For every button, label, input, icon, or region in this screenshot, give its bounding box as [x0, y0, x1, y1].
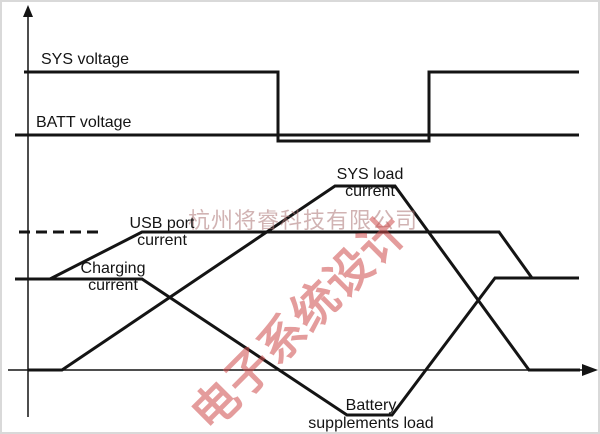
charging-current-label: Charging current [80, 260, 146, 294]
battery-supplements-load-label: Battery supplements load [308, 397, 434, 432]
sys-voltage-waveform [24, 70, 579, 143]
sys-voltage-label: SYS voltage [41, 51, 130, 68]
charging-current-waveform [15, 276, 579, 417]
x-axis-arrowhead [582, 364, 598, 376]
batt-voltage-label: BATT voltage [36, 114, 132, 131]
usb-port-current-label: USB port current [129, 215, 195, 249]
sys-load-current-label: SYS load current [336, 166, 404, 200]
y-axis-arrowhead [23, 5, 33, 17]
sys-load-current-waveform [28, 184, 580, 372]
